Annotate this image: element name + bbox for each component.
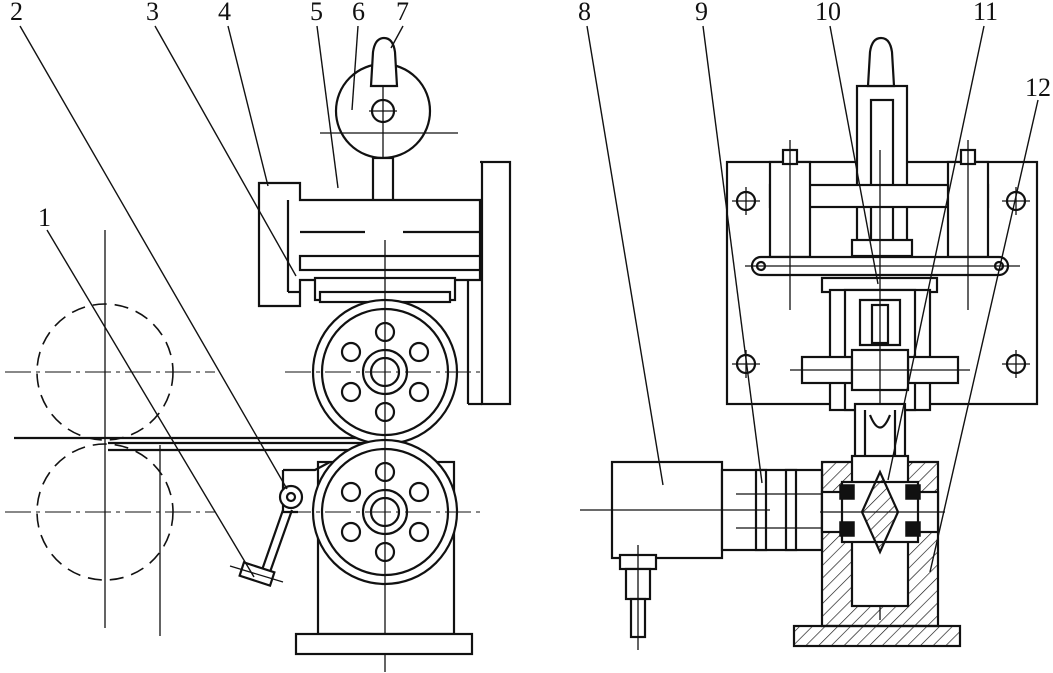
hatched-body bbox=[792, 454, 962, 648]
callout-1: 1 bbox=[38, 203, 51, 232]
callout-9: 9 bbox=[695, 0, 708, 26]
callout-5: 5 bbox=[310, 0, 323, 26]
top-adjuster bbox=[850, 36, 914, 258]
central-column bbox=[790, 150, 970, 620]
handwheel bbox=[320, 36, 458, 166]
callout-11: 11 bbox=[973, 0, 998, 26]
callout-7: 7 bbox=[396, 0, 409, 26]
callout-6: 6 bbox=[352, 0, 365, 26]
strip bbox=[14, 436, 380, 452]
lower-roll bbox=[285, 240, 485, 672]
cylinder bbox=[580, 460, 824, 650]
callout-3: 3 bbox=[146, 0, 159, 26]
callout-10: 10 bbox=[815, 0, 841, 26]
callout-labels: 1 2 3 4 5 6 7 8 9 10 11 12 bbox=[10, 0, 1051, 232]
large-dashed-rolls bbox=[5, 230, 215, 636]
callout-4: 4 bbox=[218, 0, 231, 26]
callout-8: 8 bbox=[578, 0, 591, 26]
frame bbox=[257, 160, 512, 406]
callout-12: 12 bbox=[1025, 73, 1051, 102]
callout-2: 2 bbox=[10, 0, 23, 26]
left-view bbox=[5, 36, 512, 672]
left-base bbox=[294, 632, 474, 656]
leader-lines bbox=[19, 25, 1039, 578]
right-view bbox=[580, 36, 1039, 650]
